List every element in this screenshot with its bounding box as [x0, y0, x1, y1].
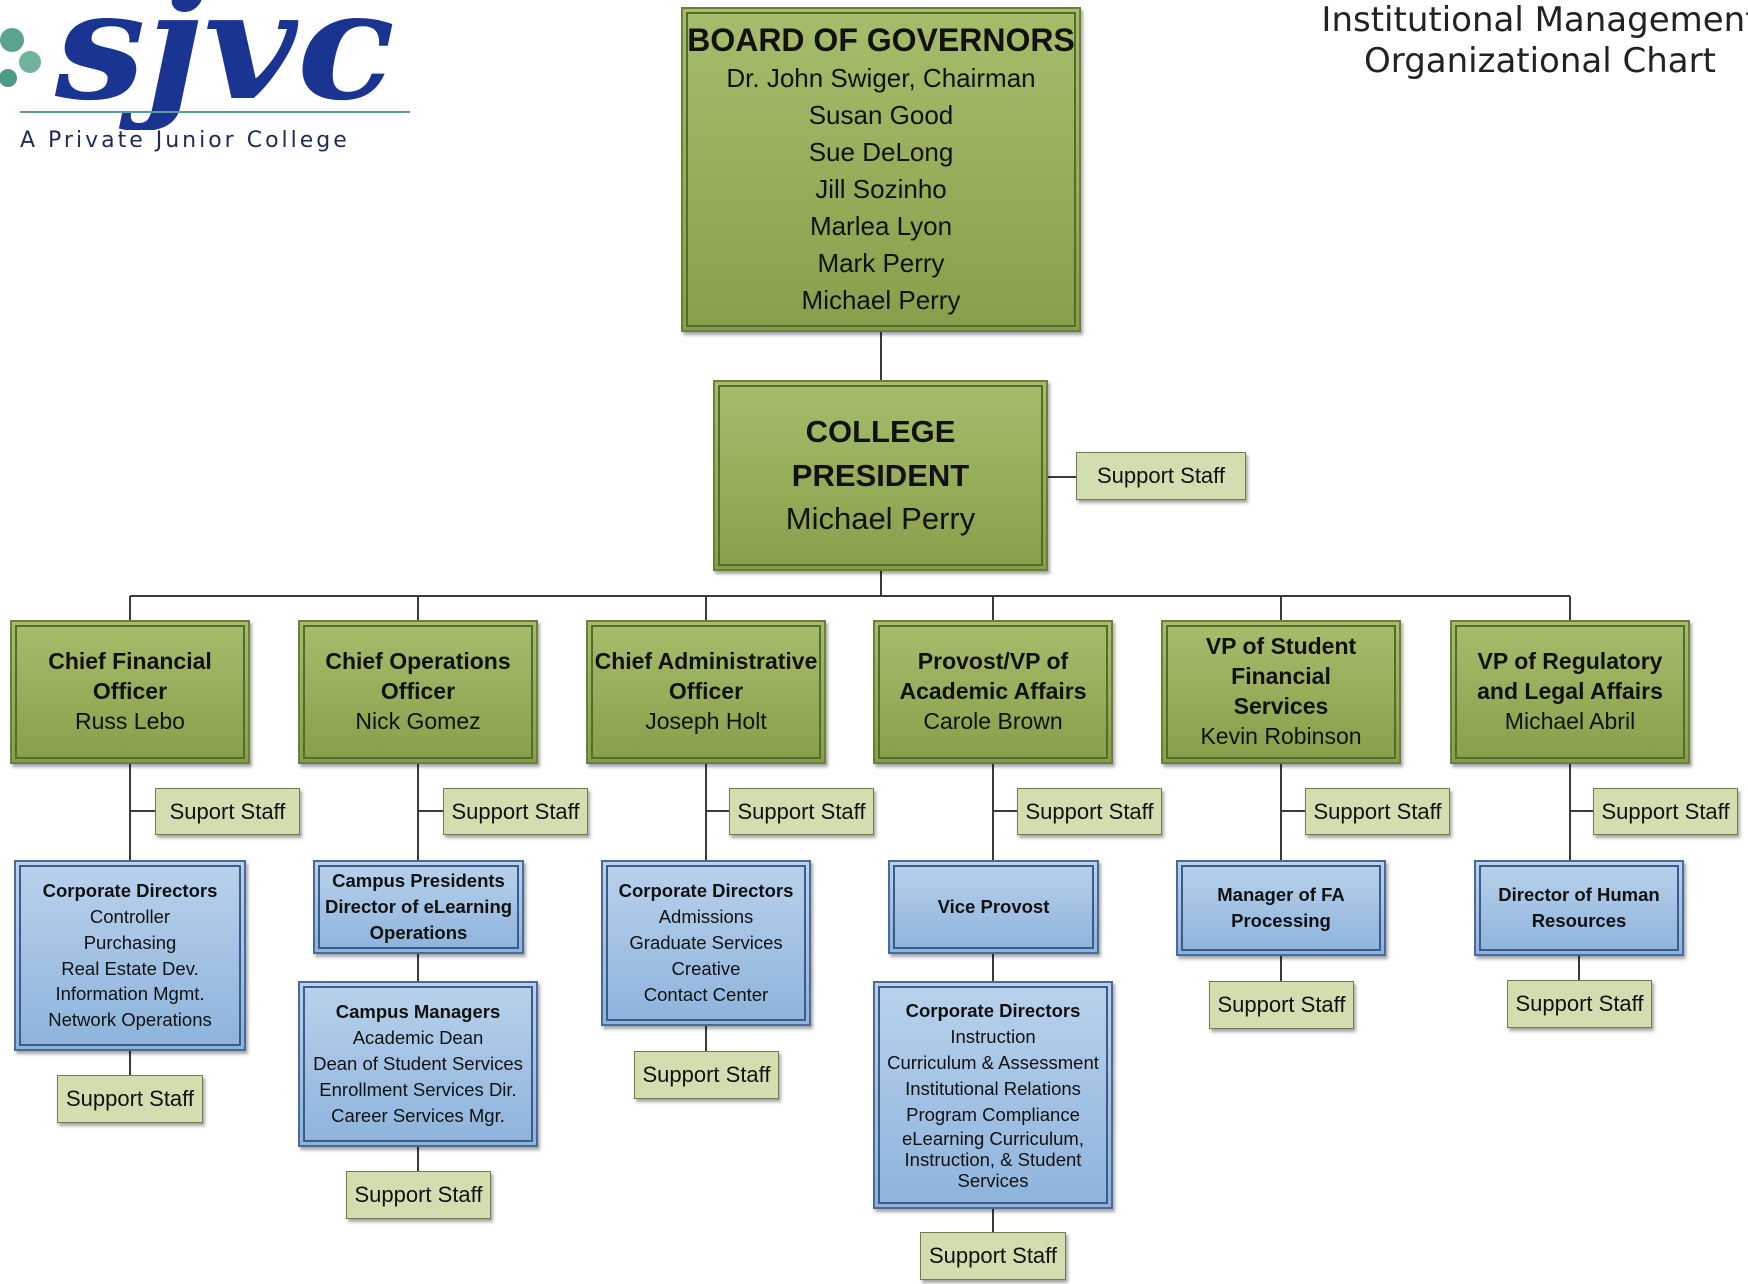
director-item: Real Estate Dev. [61, 957, 199, 979]
director-item: Instruction [950, 1026, 1036, 1048]
directors-heading: Corporate Directors [905, 1000, 1081, 1022]
campus-managers-box: Campus Managers Academic Dean Dean of St… [298, 981, 538, 1147]
director-item: Enrollment Services Dir. [319, 1078, 517, 1100]
vice-provost-box: Vice Provost [888, 860, 1099, 954]
director-line: Manager of FA [1217, 884, 1345, 906]
director-item: Admissions [658, 906, 754, 928]
exec-name: Carole Brown [923, 707, 1063, 734]
director-item: Program Compliance [906, 1103, 1080, 1125]
coo-box: Chief Operations Officer Nick Gomez [298, 620, 538, 764]
exec-title-line: Officer [380, 678, 456, 705]
exec-title-line: Academic Affairs [899, 678, 1087, 705]
vprla-support-staff-box: Support Staff [1593, 788, 1738, 835]
campus-presidents-box: Campus Presidents Director of eLearning … [313, 860, 524, 954]
logo-wordmark: sjvc [54, 0, 395, 130]
chart-title-line-2: Organizational Chart [1364, 40, 1716, 81]
director-line: Vice Provost [937, 896, 1050, 918]
director-item: Contact Center [643, 983, 769, 1005]
provost-directors-support-staff-box: Support Staff [920, 1232, 1066, 1280]
vpsfs-directors-support-staff-box: Support Staff [1209, 981, 1354, 1029]
exec-name: Joseph Holt [645, 707, 767, 734]
cao-corporate-directors-box: Corporate Directors Admissions Graduate … [601, 860, 811, 1026]
exec-name: Russ Lebo [75, 707, 185, 734]
director-item: Network Operations [48, 1009, 212, 1031]
board-member: Sue DeLong [808, 137, 954, 168]
vprla-directors-support-staff-box: Support Staff [1507, 980, 1652, 1028]
director-item: Dean of Student Services [313, 1053, 523, 1075]
director-item: Creative [671, 957, 741, 979]
logo-tagline: A Private Junior College [20, 128, 350, 153]
director-item: Information Mgmt. [55, 983, 205, 1005]
director-item: Instruction, & Student [904, 1149, 1082, 1171]
board-member: Susan Good [808, 100, 954, 131]
exec-name: Michael Abril [1504, 707, 1636, 734]
exec-title-line: Provost/VP of [917, 648, 1069, 675]
exec-title-line: Officer [668, 678, 744, 705]
director-human-resources-box: Director of Human Resources [1474, 860, 1684, 956]
coo-support-staff-box: Support Staff [443, 788, 588, 835]
exec-title-line: Chief Financial [48, 648, 212, 675]
director-line: Processing [1231, 910, 1331, 931]
director-line: Operations [369, 921, 468, 943]
college-logo: sjvc A Private Junior College [0, 0, 420, 160]
director-item: eLearning Curriculum, [901, 1127, 1084, 1149]
board-member: Marlea Lyon [809, 210, 953, 241]
directors-heading: Corporate Directors [42, 879, 218, 901]
chart-title: Institutional Management Organizational … [1260, 0, 1748, 82]
vp-student-financial-services-box: VP of Student Financial Services Kevin R… [1161, 620, 1401, 764]
cfo-box: Chief Financial Officer Russ Lebo [10, 620, 250, 764]
provost-box: Provost/VP of Academic Affairs Carole Br… [873, 620, 1113, 764]
director-item: Services [957, 1170, 1029, 1192]
manager-fa-processing-box: Manager of FA Processing [1176, 860, 1386, 956]
cao-support-staff-box: Support Staff [729, 788, 874, 835]
director-item: Curriculum & Assessment [887, 1052, 1099, 1074]
director-line: Campus Presidents [332, 870, 505, 892]
exec-name: Kevin Robinson [1200, 722, 1362, 749]
vpsfs-support-staff-box: Support Staff [1305, 788, 1450, 835]
board-member: Mark Perry [817, 247, 945, 278]
cfo-corporate-directors-box: Corporate Directors Controller Purchasin… [14, 860, 246, 1051]
president-support-staff-box: Support Staff [1076, 452, 1246, 500]
logo-mark: sjvc [0, 0, 410, 134]
director-item: Controller [89, 905, 171, 927]
director-item: Institutional Relations [905, 1078, 1081, 1100]
exec-title-line: Chief Operations [325, 648, 511, 675]
exec-title-line: Chief Administrative [594, 648, 818, 675]
board-member: Dr. John Swiger, Chairman [726, 63, 1036, 94]
college-president-box: COLLEGE PRESIDENT Michael Perry [713, 380, 1048, 571]
cao-box: Chief Administrative Officer Joseph Holt [586, 620, 826, 764]
cfo-directors-support-staff-box: Support Staff [57, 1075, 203, 1123]
provost-corporate-directors-box: Corporate Directors Instruction Curricul… [873, 981, 1113, 1209]
director-line: Director of Human [1498, 884, 1660, 906]
board-heading: BOARD OF GOVERNORS [687, 22, 1075, 59]
chart-title-line-1: Institutional Management [1321, 0, 1748, 40]
director-line: Director of eLearning [324, 896, 513, 918]
director-item: Academic Dean [352, 1027, 484, 1049]
directors-heading: Campus Managers [335, 1001, 501, 1023]
exec-title-line: VP of Regulatory [1477, 648, 1663, 675]
exec-title-line: Services [1233, 693, 1329, 719]
vp-regulatory-legal-box: VP of Regulatory and Legal Affairs Micha… [1450, 620, 1690, 764]
board-of-governors-box: BOARD OF GOVERNORS Dr. John Swiger, Chai… [681, 7, 1081, 332]
exec-title-line: and Legal Affairs [1477, 678, 1663, 705]
board-member: Jill Sozinho [815, 174, 947, 205]
director-item: Graduate Services [629, 932, 783, 954]
coo-directors-support-staff-box: Support Staff [346, 1171, 491, 1219]
president-name: Michael Perry [785, 501, 976, 537]
cfo-support-staff-box: Suport Staff [155, 788, 300, 835]
cao-directors-support-staff-box: Support Staff [634, 1051, 779, 1099]
exec-title-line: Financial [1231, 663, 1331, 690]
exec-title-line: Officer [92, 678, 168, 705]
director-line: Resources [1531, 910, 1627, 931]
board-member: Michael Perry [801, 284, 961, 315]
director-item: Purchasing [83, 931, 177, 953]
provost-support-staff-box: Support Staff [1017, 788, 1162, 835]
exec-title-line: VP of Student [1205, 633, 1357, 660]
director-item: Career Services Mgr. [331, 1104, 505, 1126]
president-heading: COLLEGE PRESIDENT [791, 414, 970, 493]
exec-name: Nick Gomez [355, 707, 481, 734]
directors-heading: Corporate Directors [618, 880, 794, 902]
